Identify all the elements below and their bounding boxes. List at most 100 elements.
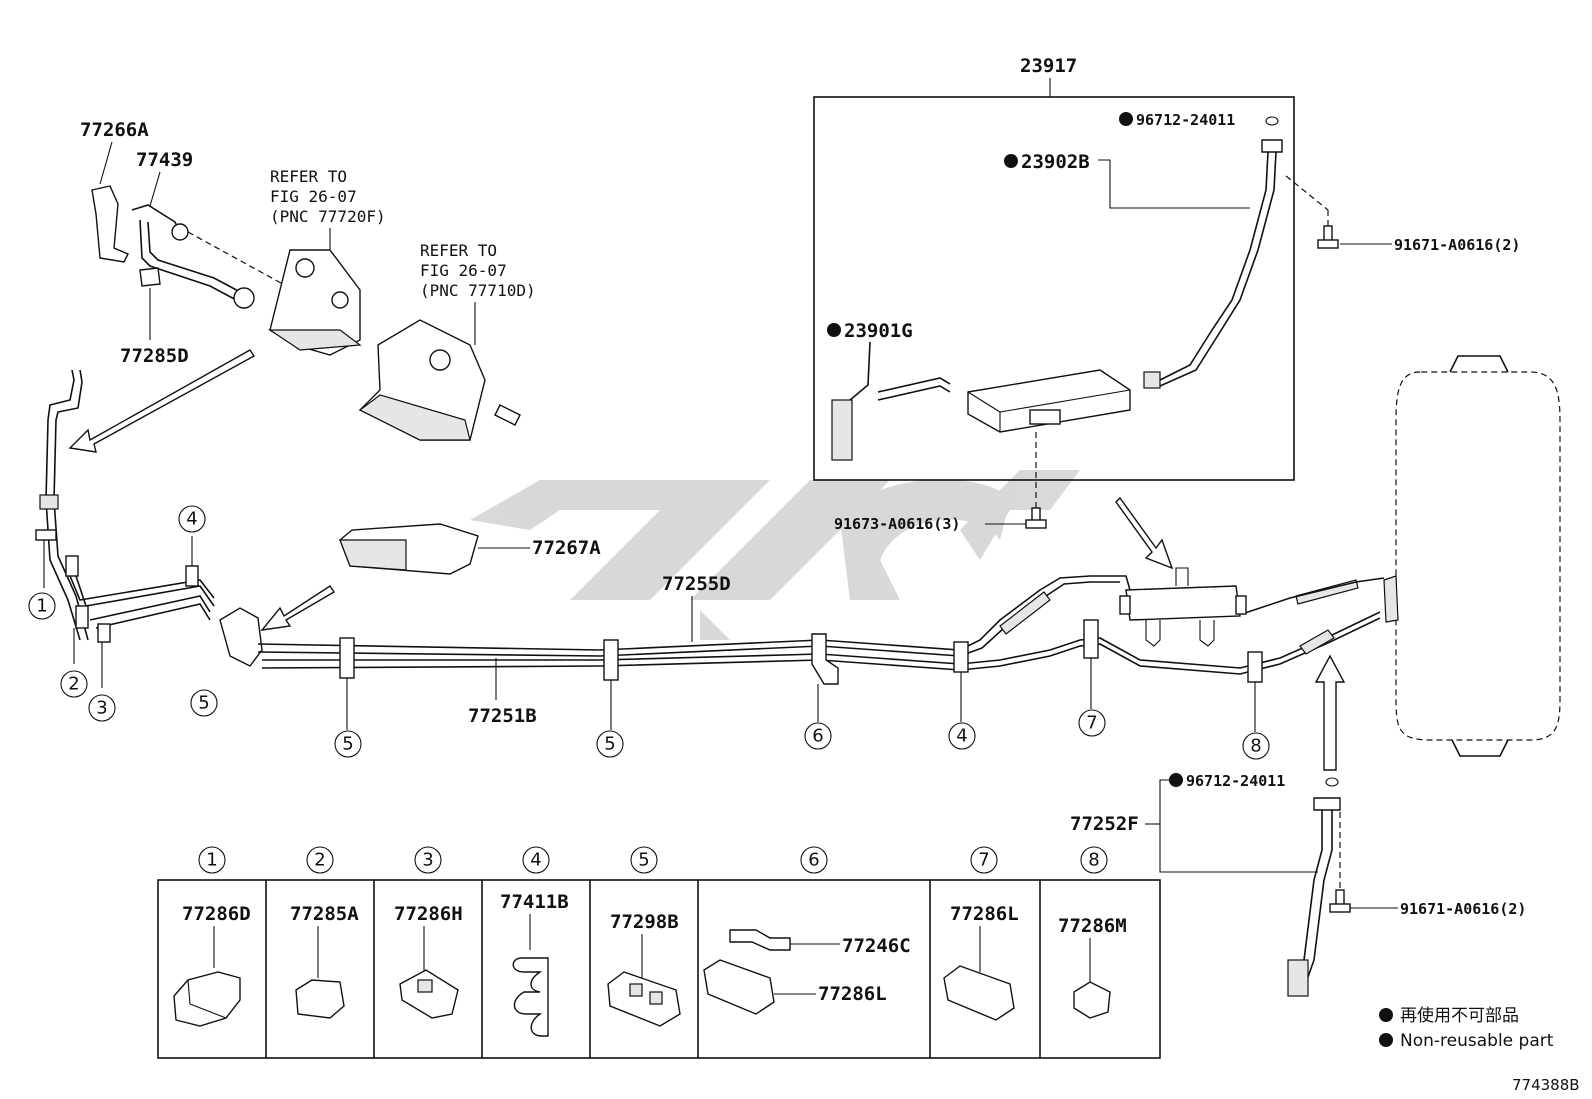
hose-end (831, 399, 853, 461)
non-reusable-dot (1004, 154, 1018, 168)
table-part-77285A: 77285A (290, 903, 359, 925)
non-reusable-dot (1119, 112, 1133, 126)
cover-77267A-group: 77267A (339, 523, 601, 575)
refer-text-1-line3: (PNC 77720F) (270, 207, 386, 226)
non-reusable-dot (1379, 1033, 1393, 1047)
clip-icon (703, 959, 775, 1015)
clip-marker-3: 3 (96, 698, 107, 719)
table-part-77286D: 77286D (182, 903, 251, 925)
label-96712-top: 96712-24011 (1136, 111, 1235, 129)
hose-end (233, 287, 255, 309)
table-header-4: 4 (530, 850, 541, 871)
hose-fitting (1261, 139, 1283, 153)
refer-text-2-line2: FIG 26-07 (420, 261, 507, 280)
clip-marker-5: 5 (198, 693, 209, 714)
label-77285D: 77285D (120, 345, 189, 367)
installed-filter (1115, 496, 1247, 647)
hose-fitting (1313, 797, 1341, 811)
label-77266A: 77266A (80, 119, 149, 141)
table-header-2: 2 (314, 850, 325, 871)
label-23902B: 23902B (1021, 151, 1090, 173)
watermark-logo (470, 470, 1080, 640)
label-77251B: 77251B (468, 705, 537, 727)
table-header-1: 1 (206, 850, 217, 871)
clip-icon (1073, 981, 1111, 1019)
label-23901G: 23901G (844, 320, 913, 342)
clip-icon (399, 969, 459, 1019)
clamp-icon (173, 971, 241, 1027)
bolt-icon (1329, 889, 1351, 913)
clip-icon (607, 971, 681, 1027)
clip-icon (943, 965, 1015, 1021)
filter-bracket (1029, 409, 1061, 425)
left-pipe-group (35, 369, 215, 688)
main-brake-lines: 77255D 77251B (219, 573, 1385, 732)
clip-marker-5: 5 (604, 734, 615, 755)
label-23917: 23917 (1020, 55, 1077, 77)
label-91671-bottom: 91671-A0616(2) (1400, 900, 1526, 918)
bracket-icon (729, 929, 791, 951)
legend-en: Non-reusable part (1400, 1031, 1554, 1051)
non-reusable-dot (827, 323, 841, 337)
non-reusable-dot (1169, 773, 1183, 787)
table-header-3: 3 (422, 850, 433, 871)
fuel-filter-body (967, 369, 1131, 433)
non-reusable-dot (1379, 1008, 1393, 1022)
table-part-77286H: 77286H (394, 903, 463, 925)
gasket-ring (1325, 777, 1339, 787)
refer-text-1-line2: FIG 26-07 (270, 187, 357, 206)
hose-77252F-group: 96712-24011 77252F 91671-A0616(2) (1070, 772, 1526, 997)
clip-5 (339, 637, 355, 679)
parts-table: 1 2 3 4 5 6 7 8 77286D 77285A 77286H 774… (157, 846, 1161, 1059)
table-part-77286L-a: 77286L (818, 983, 887, 1005)
direction-arrow (68, 349, 256, 453)
clip-6 (811, 633, 839, 685)
label-77439: 77439 (136, 149, 193, 171)
clip-marker-8: 8 (1250, 736, 1261, 757)
label-91671-top: 91671-A0616(2) (1394, 236, 1520, 254)
hose-end (171, 223, 189, 241)
clip-5 (603, 639, 619, 681)
hose-end (1143, 371, 1161, 389)
clip-marker-4: 4 (186, 509, 197, 530)
table-part-77246C: 77246C (842, 935, 911, 957)
gasket-ring (1265, 116, 1279, 126)
clip-icon (295, 979, 345, 1019)
table-part-77298B: 77298B (610, 911, 679, 933)
hose-end (1287, 959, 1309, 997)
table-part-77286M: 77286M (1058, 915, 1127, 937)
clamp-77266A (91, 185, 129, 263)
direction-arrow (260, 585, 335, 631)
refer-text-1-line1: REFER TO (270, 167, 347, 186)
clip-marker-4: 4 (956, 726, 967, 747)
fuel-tank (1383, 355, 1561, 757)
clip-8 (1247, 651, 1263, 683)
label-96712-bottom: 96712-24011 (1186, 772, 1285, 790)
clip-marker-1: 1 (36, 596, 47, 617)
upper-left-group: 77266A 77439 77285D REFER TO FIG 26-07 (… (80, 119, 536, 441)
clip-marker-2: 2 (68, 674, 79, 695)
bolt-icon (1317, 225, 1339, 249)
table-part-77286L: 77286L (950, 903, 1019, 925)
clip-marker-7: 7 (1086, 713, 1097, 734)
clip-marker-6: 6 (812, 726, 823, 747)
legend-jp: 再使用不可部品 (1400, 1005, 1519, 1026)
direction-arrow (1314, 654, 1346, 771)
refer-text-2-line3: (PNC 77710D) (420, 281, 536, 300)
label-91673: 91673-A0616(3) (834, 515, 960, 533)
assembly-box (813, 96, 1295, 481)
junction-block (219, 607, 263, 667)
clip-markers: 1 2 3 4 5 5 5 6 4 7 8 (28, 505, 1270, 760)
clip-4 (953, 641, 969, 673)
table-header-8: 8 (1088, 850, 1099, 871)
assembly-23917-group: 23917 96712-24011 23902B 91671-A0616(2) … (813, 55, 1520, 510)
refer-text-2-line1: REFER TO (420, 241, 497, 260)
clip-7 (1083, 619, 1099, 659)
table-header-6: 6 (808, 850, 819, 871)
clip-marker-5: 5 (342, 734, 353, 755)
filter-installed (1125, 585, 1241, 621)
bolt-91673: 91673-A0616(3) (834, 507, 1047, 533)
label-77255D: 77255D (662, 573, 731, 595)
label-77267A: 77267A (532, 537, 601, 559)
